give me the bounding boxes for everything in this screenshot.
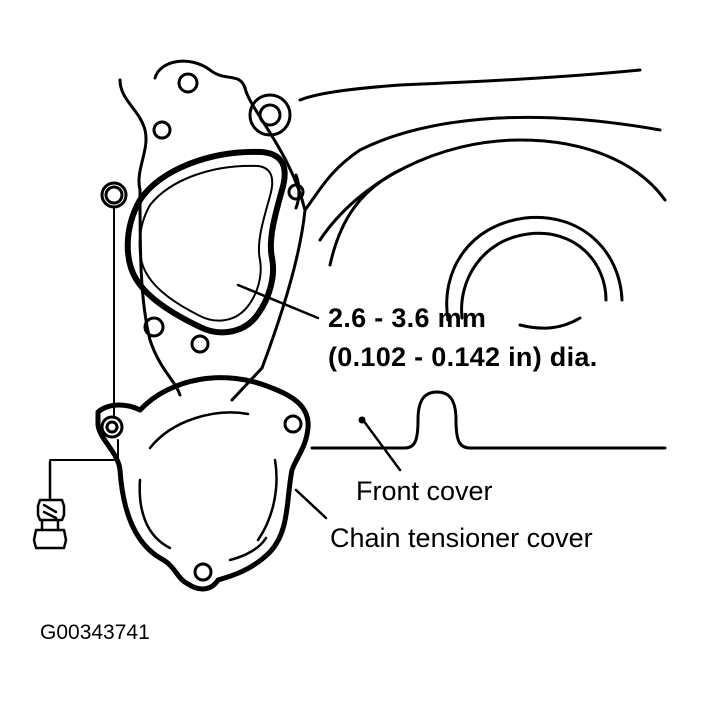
front-cover-outline <box>318 138 667 330</box>
gasket-bead-inner <box>138 164 274 322</box>
chain-tensioner-cover <box>95 375 311 592</box>
bolt-icon <box>32 460 68 550</box>
gasket-spec-line1: 2.6 - 3.6 mm <box>328 303 487 333</box>
cover-bolt-holes <box>100 414 303 582</box>
cover-leader-line <box>294 488 328 520</box>
chain-tensioner-cover-details <box>138 411 278 562</box>
figure-id: G00343741 <box>40 621 150 644</box>
gasket-spec-line2: (0.102 - 0.142 in) dia. <box>328 342 598 372</box>
front-cover-leader <box>361 418 402 472</box>
chain-tensioner-cover-label: Chain tensioner cover <box>330 523 593 553</box>
front-cover-edge <box>310 390 667 450</box>
front-cover-label: Front cover <box>356 476 493 506</box>
gasket-bead <box>124 148 288 336</box>
spec-leader-line <box>236 283 320 320</box>
front-cover-leader-dot <box>358 416 366 424</box>
bolt-alignment-line <box>49 439 119 461</box>
